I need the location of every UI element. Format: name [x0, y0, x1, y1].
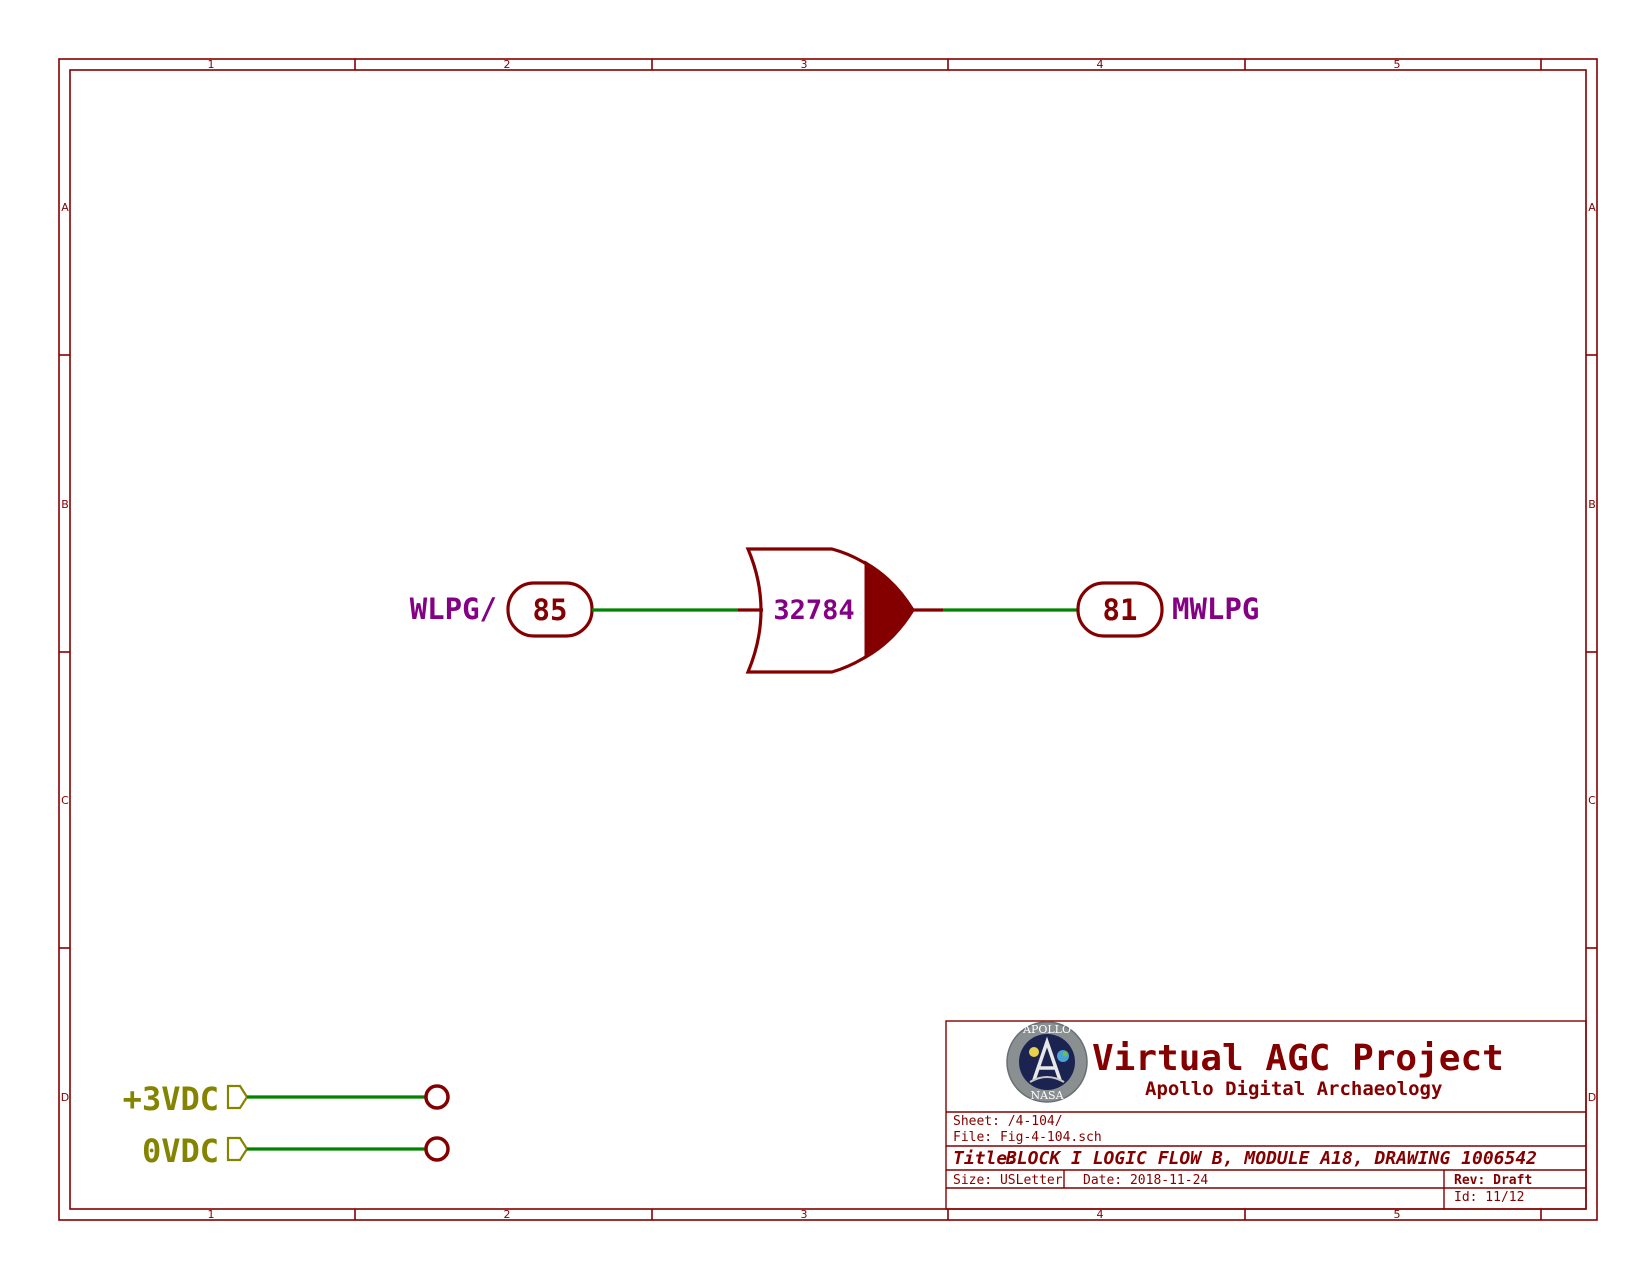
output-net-label: MWLPG [1172, 592, 1259, 626]
sheet-id: Id: 11/12 [1454, 1190, 1524, 1205]
drawing-title: BLOCK I LOGIC FLOW B, MODULE A18, DRAWIN… [1005, 1148, 1537, 1169]
col-label-5-bottom: 5 [1394, 1208, 1401, 1221]
nor-gate[interactable] [745, 547, 915, 674]
col-label-2-bottom: 2 [504, 1208, 511, 1221]
col-label-3-top: 3 [801, 58, 808, 71]
col-label-5-top: 5 [1394, 58, 1401, 71]
col-label-2-top: 2 [504, 58, 511, 71]
column-ticks [354, 59, 1542, 1220]
sheet-path: Sheet: /4-104/ [953, 1114, 1063, 1129]
apollo-nasa-logo: APOLLO NASA [1006, 1021, 1088, 1103]
row-label-d-right: D [1588, 1091, 1596, 1104]
file-name: File: Fig-4-104.sch [953, 1130, 1102, 1145]
row-ticks [59, 354, 1597, 949]
revision: Rev: Draft [1454, 1173, 1532, 1188]
power-terminal-3vdc[interactable] [424, 1084, 450, 1110]
logo-ring-text-bottom: NASA [1030, 1089, 1064, 1102]
output-connector[interactable] [1076, 581, 1164, 638]
row-label-a-right: A [1588, 201, 1596, 214]
input-connector-number: 85 [533, 593, 568, 627]
project-title: Virtual AGC Project [1092, 1038, 1504, 1079]
project-subtitle: Apollo Digital Archaeology [1145, 1078, 1442, 1100]
output-connector-number: 81 [1103, 593, 1138, 627]
col-label-4-bottom: 4 [1097, 1208, 1104, 1221]
gate-id-label: 32784 [773, 595, 854, 626]
logo-ring-text-top: APOLLO [1022, 1023, 1071, 1036]
outer-frame [58, 58, 1598, 1221]
row-label-c-right: C [1588, 794, 1596, 807]
col-label-1-bottom: 1 [208, 1208, 215, 1221]
row-label-a-left: A [61, 201, 69, 214]
power-flag-3vdc-icon [226, 1084, 249, 1110]
col-label-4-top: 4 [1097, 58, 1104, 71]
power-terminal-0vdc[interactable] [424, 1136, 450, 1162]
sheet-date: Date: 2018-11-24 [1083, 1173, 1208, 1188]
title-block [945, 1020, 1587, 1210]
input-net-label: WLPG/ [410, 592, 497, 626]
sheet-size: Size: USLetter [953, 1173, 1063, 1188]
inner-frame [69, 69, 1587, 1210]
power-label-0vdc: 0VDC [142, 1132, 219, 1170]
row-label-c-left: C [61, 794, 69, 807]
row-label-b-right: B [1588, 498, 1596, 511]
row-label-b-left: B [61, 498, 69, 511]
power-flag-0vdc-icon [226, 1136, 249, 1162]
col-label-3-bottom: 3 [801, 1208, 808, 1221]
row-label-d-left: D [61, 1091, 69, 1104]
col-label-1-top: 1 [208, 58, 215, 71]
power-label-3vdc: +3VDC [123, 1080, 219, 1118]
drawing-title-prefix: Title: [953, 1148, 1018, 1169]
gate-inversion-fill [864, 560, 915, 660]
